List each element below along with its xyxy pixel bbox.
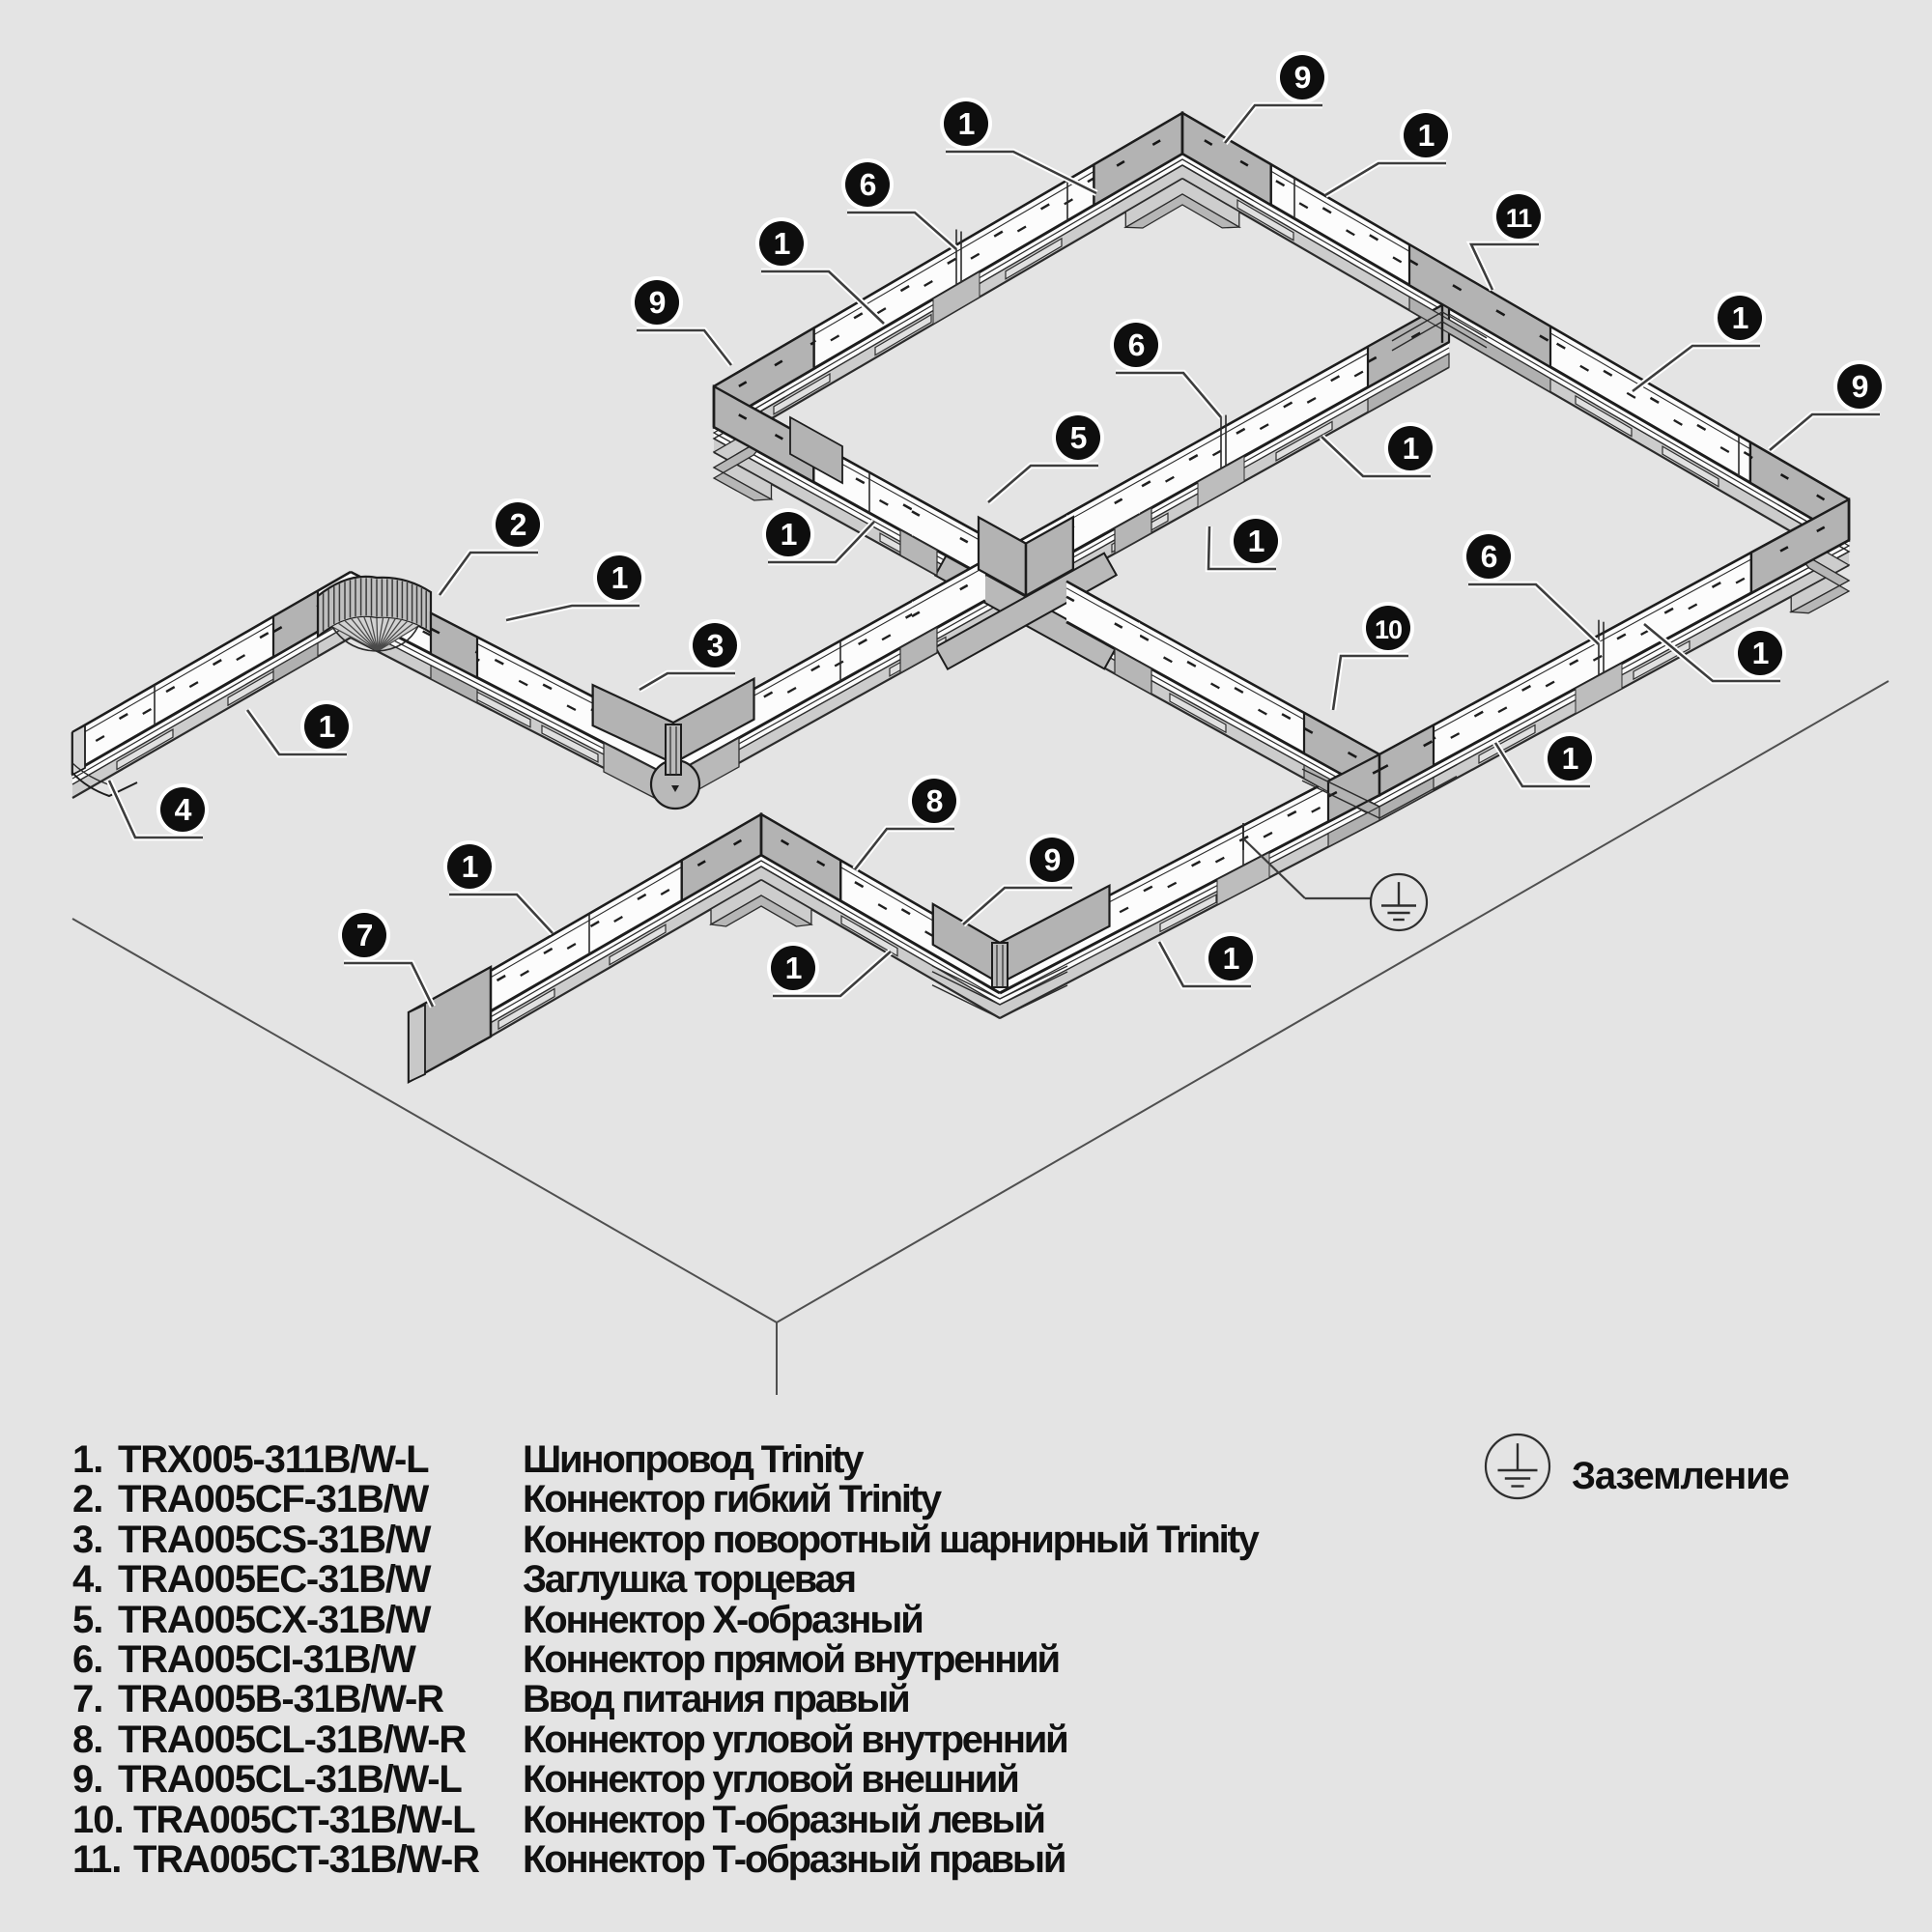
svg-text:1: 1	[958, 106, 975, 141]
svg-text:TRA005CX-31B/W: TRA005CX-31B/W	[118, 1599, 432, 1641]
svg-text:TRA005CL-31B/W-R: TRA005CL-31B/W-R	[118, 1719, 467, 1761]
svg-text:1: 1	[319, 709, 335, 744]
svg-text:8: 8	[926, 783, 943, 818]
svg-text:6.: 6.	[72, 1638, 102, 1681]
svg-text:3: 3	[707, 628, 724, 663]
svg-text:8.: 8.	[72, 1719, 102, 1761]
svg-text:TRA005CT-31B/W-R: TRA005CT-31B/W-R	[133, 1838, 480, 1881]
svg-text:1.: 1.	[72, 1438, 102, 1481]
svg-text:TRX005-311B/W-L: TRX005-311B/W-L	[118, 1438, 429, 1481]
svg-text:3.: 3.	[72, 1519, 102, 1561]
svg-text:9: 9	[1852, 369, 1868, 404]
svg-text:1: 1	[1248, 524, 1264, 558]
svg-text:9: 9	[1294, 60, 1311, 95]
svg-text:11: 11	[1506, 204, 1533, 233]
svg-text:1: 1	[462, 849, 478, 884]
svg-text:1: 1	[1418, 118, 1435, 153]
svg-text:Коннектор X-образный: Коннектор X-образный	[523, 1599, 923, 1641]
svg-text:1: 1	[1732, 300, 1748, 335]
svg-text:Коннектор Т-образный левый: Коннектор Т-образный левый	[523, 1799, 1044, 1841]
svg-text:Коннектор угловой внешний: Коннектор угловой внешний	[523, 1758, 1018, 1801]
svg-text:4: 4	[175, 792, 192, 827]
svg-text:11.: 11.	[72, 1838, 121, 1881]
svg-text:TRA005CL-31B/W-L: TRA005CL-31B/W-L	[118, 1758, 462, 1801]
svg-text:9.: 9.	[72, 1758, 102, 1801]
svg-text:Коннектор угловой внутренний: Коннектор угловой внутренний	[523, 1719, 1067, 1761]
svg-text:Коннектор поворотный шарнирный: Коннектор поворотный шарнирный Trinity	[523, 1519, 1261, 1561]
svg-text:1: 1	[774, 226, 790, 261]
svg-text:Коннектор гибкий Trinity: Коннектор гибкий Trinity	[523, 1478, 943, 1520]
svg-text:6: 6	[860, 167, 876, 202]
svg-text:TRA005B-31B/W-R: TRA005B-31B/W-R	[118, 1678, 444, 1720]
svg-text:TRA005CS-31B/W: TRA005CS-31B/W	[118, 1519, 432, 1561]
svg-text:7.: 7.	[72, 1678, 102, 1720]
svg-text:1: 1	[1403, 431, 1419, 466]
svg-text:Шинопровод Trinity: Шинопровод Trinity	[523, 1438, 865, 1481]
svg-text:6: 6	[1481, 539, 1497, 574]
svg-text:6: 6	[1128, 327, 1145, 362]
svg-text:TRA005CT-31B/W-L: TRA005CT-31B/W-L	[133, 1799, 475, 1841]
svg-text:TRA005EC-31B/W: TRA005EC-31B/W	[118, 1558, 432, 1601]
svg-text:10: 10	[1375, 615, 1402, 644]
svg-text:4.: 4.	[72, 1558, 102, 1601]
svg-text:1: 1	[1562, 741, 1578, 776]
svg-text:9: 9	[1044, 842, 1061, 877]
svg-text:5.: 5.	[72, 1599, 102, 1641]
svg-text:2.: 2.	[72, 1478, 102, 1520]
svg-text:Коннектор Т-образный правый: Коннектор Т-образный правый	[523, 1838, 1065, 1881]
svg-text:2: 2	[510, 507, 526, 542]
svg-text:1: 1	[785, 951, 802, 985]
svg-text:Заглушка торцевая: Заглушка торцевая	[523, 1558, 855, 1601]
svg-text:TRA005CF-31B/W: TRA005CF-31B/W	[118, 1478, 429, 1520]
svg-text:Ввод питания правый: Ввод питания правый	[523, 1678, 909, 1720]
svg-text:1: 1	[781, 517, 797, 552]
svg-text:Заземление: Заземление	[1572, 1455, 1789, 1497]
svg-text:5: 5	[1070, 420, 1087, 455]
svg-text:Коннектор прямой внутренний: Коннектор прямой внутренний	[523, 1638, 1059, 1681]
svg-text:7: 7	[356, 918, 373, 952]
svg-text:10.: 10.	[72, 1799, 124, 1841]
svg-text:1: 1	[611, 560, 628, 595]
svg-text:TRA005CI-31B/W: TRA005CI-31B/W	[118, 1638, 416, 1681]
svg-text:1: 1	[1752, 636, 1769, 670]
svg-text:9: 9	[649, 285, 666, 320]
svg-text:1: 1	[1223, 941, 1239, 976]
